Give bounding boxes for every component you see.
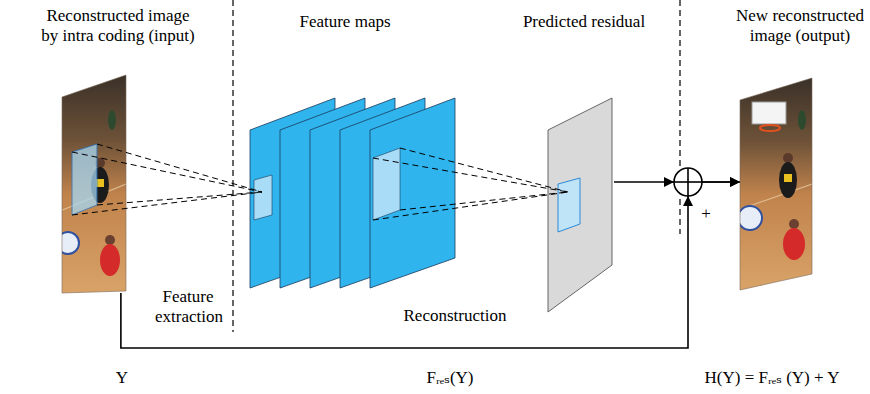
formula-label: Fᵣₑₛ(Y) [426, 368, 473, 388]
photo-figure [738, 206, 762, 230]
court-floor [740, 78, 812, 290]
node-graphic [740, 78, 812, 290]
photo-content [57, 75, 126, 293]
photo-figure [779, 162, 797, 198]
residual-patch [558, 178, 580, 232]
photo-figure [752, 102, 786, 124]
feature-patch [254, 175, 272, 220]
stage-separator [679, 0, 680, 166]
node-heading: Feature maps [299, 12, 390, 32]
stage-separator [232, 0, 233, 332]
image-frame [740, 78, 812, 290]
photo-figure [57, 232, 79, 254]
photo-figure [105, 235, 115, 245]
receptive-field-line [373, 158, 568, 192]
stage-separator [679, 199, 680, 234]
photo-figure [798, 110, 806, 130]
court-floor [62, 75, 126, 293]
photo-figure [100, 244, 120, 276]
photo-figure [760, 125, 780, 131]
node-graphic [546, 98, 614, 312]
sum-symbol [674, 168, 702, 196]
stage-label: Reconstruction [404, 306, 507, 326]
feature-map [370, 98, 455, 288]
image-frame [62, 75, 126, 293]
node-heading: New reconstructed image (output) [736, 6, 864, 47]
node-heading: Predicted residual [523, 12, 645, 32]
node-graphic [250, 98, 457, 288]
photo-figure [783, 153, 793, 163]
receptive-field-line [373, 192, 568, 220]
output-image: New reconstructed image (output) [740, 78, 812, 290]
residual-map [548, 98, 612, 312]
node-heading: Reconstructed image by intra coding (inp… [41, 6, 195, 47]
photo-content [738, 78, 812, 290]
node-graphic [62, 75, 126, 293]
input-image: Reconstructed image by intra coding (inp… [62, 75, 126, 293]
photo-figure [789, 219, 799, 229]
receptive-field-line [400, 192, 568, 210]
arrow-head [664, 177, 674, 187]
photo-figure [784, 174, 792, 182]
sum-symbol [687, 168, 689, 196]
residual-image: Predicted residual [546, 98, 614, 312]
photo-figure [783, 228, 805, 260]
receptive-field-line [400, 148, 568, 192]
photo-figure [108, 110, 116, 130]
sum-sign: + [701, 204, 711, 224]
formula-label: H(Y) = Fᵣₑₛ (Y) + Y [705, 368, 840, 388]
receptive-field-line [72, 152, 262, 192]
stage-label: Feature extraction [155, 287, 221, 328]
receptive-field-line [72, 192, 262, 215]
receptive-field-line [97, 144, 262, 192]
feature-map-stack: Feature maps [250, 98, 457, 288]
formula-label: Y [116, 368, 128, 388]
receptive-field-line [97, 192, 262, 205]
arrow-head [683, 196, 693, 206]
